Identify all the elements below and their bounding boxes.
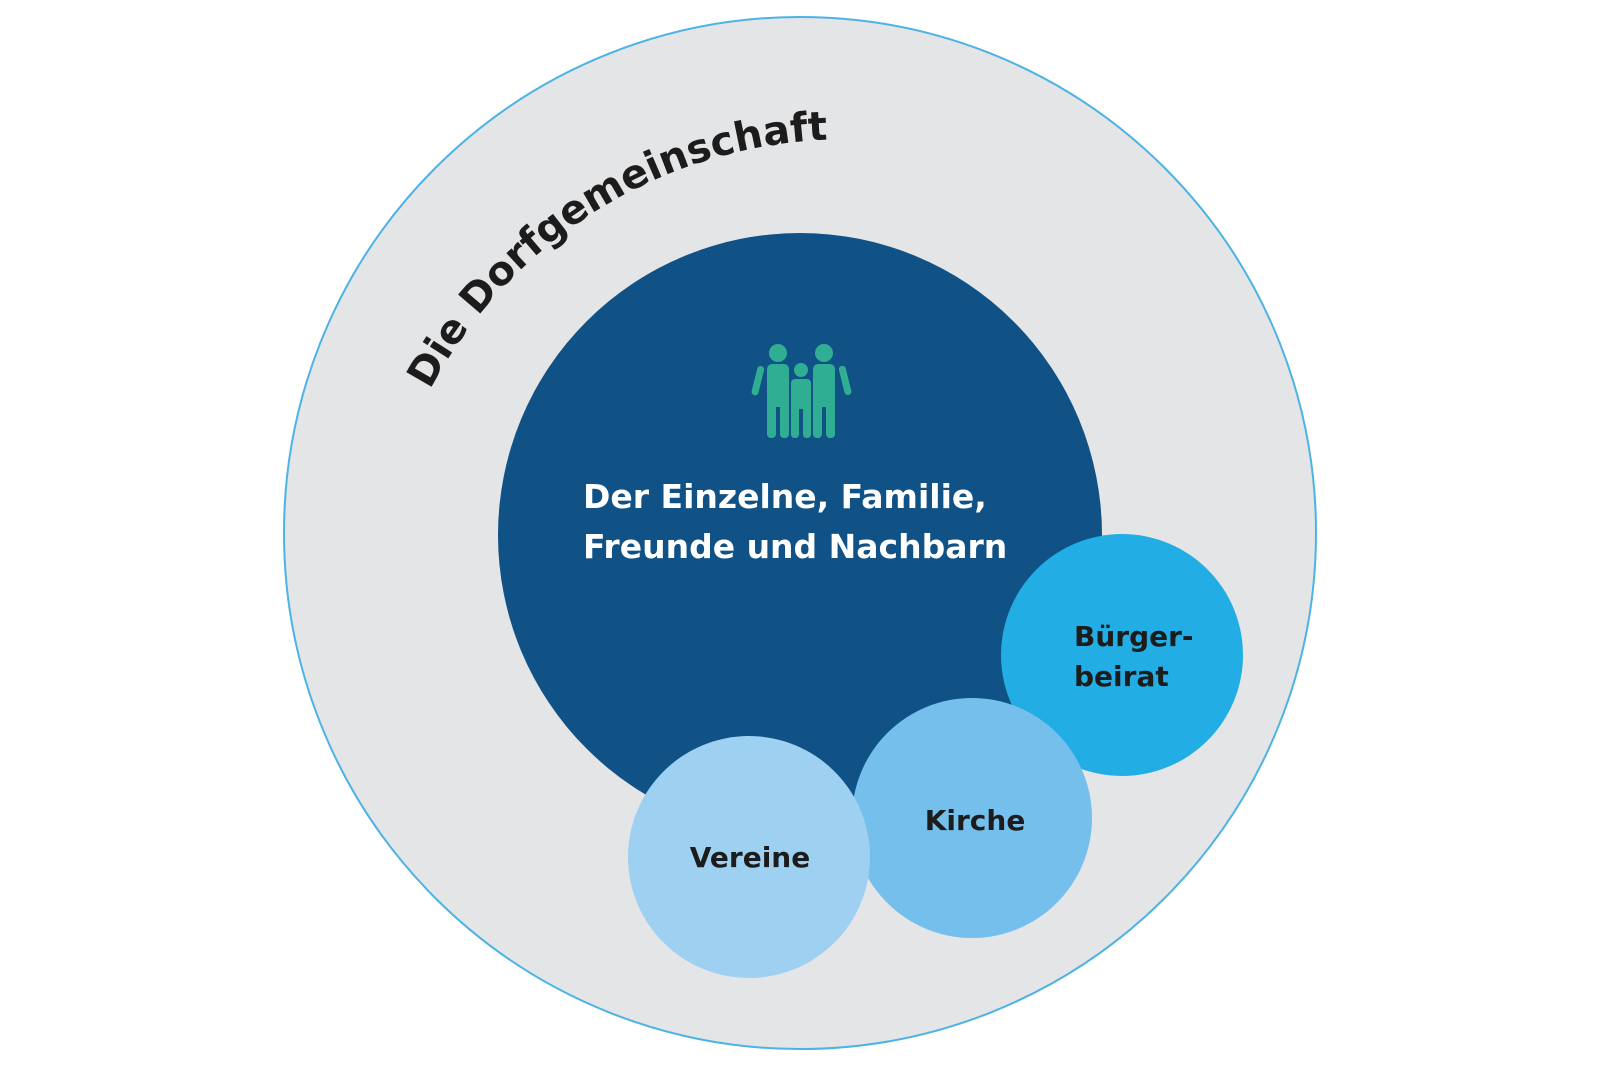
kirche-label: Kirche xyxy=(925,804,1026,837)
center-circle xyxy=(498,233,1102,837)
bubble-kirche xyxy=(852,698,1092,938)
bubble-buergerbeirat xyxy=(1001,534,1243,776)
bubble-vereine xyxy=(628,736,870,978)
buergerbeirat-label-line2: beirat xyxy=(1074,660,1169,693)
center-label-line2: Freunde und Nachbarn xyxy=(583,527,1007,566)
vereine-label: Vereine xyxy=(690,841,810,874)
family-icon xyxy=(751,344,852,438)
center-label-line1: Der Einzelne, Familie, xyxy=(583,477,987,516)
buergerbeirat-label-line1: Bürger- xyxy=(1074,620,1194,653)
